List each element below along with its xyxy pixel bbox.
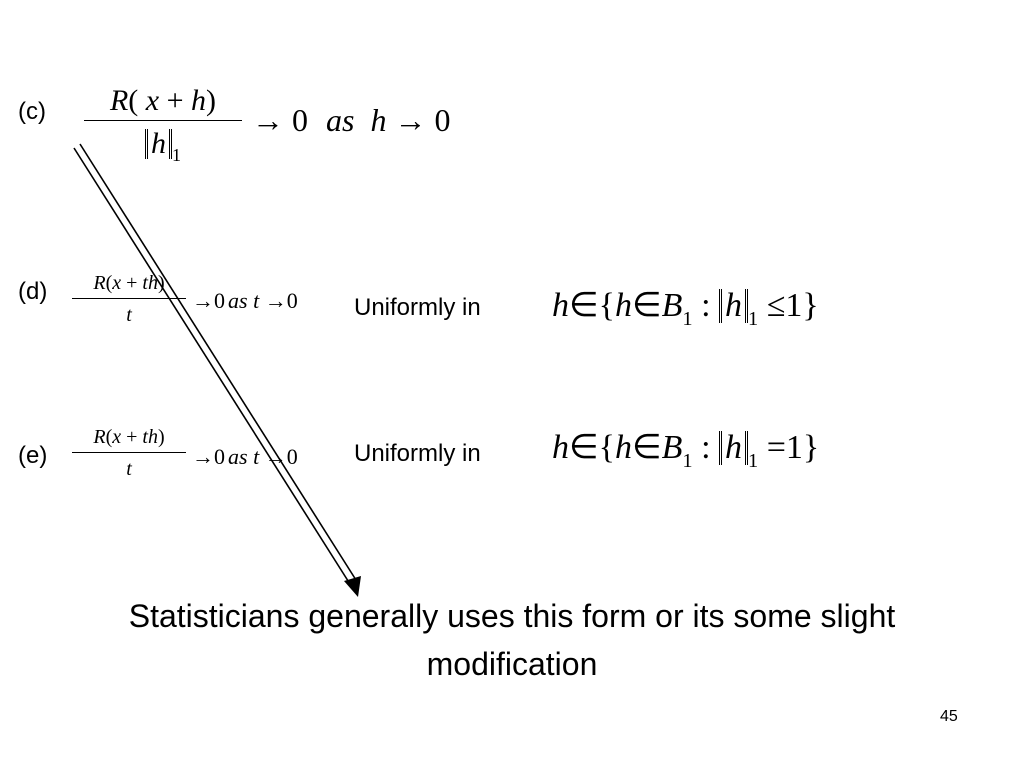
relation-symbol: ≤ bbox=[766, 287, 786, 324]
symbol-R: R bbox=[93, 426, 106, 448]
fraction-c-numerator: R( x + h) bbox=[84, 82, 242, 120]
arrow-icon: → bbox=[192, 288, 214, 313]
symbol-t: t bbox=[253, 288, 260, 313]
symbol-x: x bbox=[145, 84, 160, 117]
symbol-t: t bbox=[253, 444, 260, 469]
paren-open: ( bbox=[105, 272, 113, 294]
symbol-x: x bbox=[112, 426, 122, 448]
brace-open: { bbox=[598, 429, 615, 466]
arrow-icon: → bbox=[252, 102, 284, 138]
plus-sign: + bbox=[166, 84, 184, 117]
plus-sign: + bbox=[126, 272, 138, 294]
element-of-symbol: ∈ bbox=[631, 429, 662, 466]
fraction-d-denominator: t bbox=[126, 304, 132, 326]
brace-close: } bbox=[802, 429, 820, 466]
norm-subscript: 1 bbox=[172, 145, 181, 166]
brace-close: } bbox=[802, 287, 819, 324]
symbol-h: h bbox=[614, 287, 632, 324]
colon: : bbox=[701, 429, 711, 466]
symbol-R: R bbox=[93, 272, 106, 294]
word-as: as bbox=[228, 444, 248, 469]
zero: 0 bbox=[292, 102, 308, 138]
symbol-h: h bbox=[370, 102, 387, 138]
paren-close: ) bbox=[157, 426, 165, 448]
one: 1 bbox=[785, 287, 803, 324]
norm-h: h bbox=[719, 431, 749, 465]
uniformly-in-text: Uniformly in bbox=[354, 294, 481, 321]
symbol-h: h bbox=[614, 429, 632, 466]
element-of-symbol: ∈ bbox=[569, 429, 599, 466]
word-as: as bbox=[326, 102, 355, 138]
fraction-e: R(x + th) t bbox=[72, 422, 186, 485]
fraction-bar bbox=[84, 120, 242, 121]
fraction-d-numerator: R(x + th) bbox=[72, 268, 186, 298]
symbol-th: th bbox=[142, 426, 158, 448]
item-label-e: (e) bbox=[18, 442, 48, 469]
one: 1 bbox=[785, 429, 803, 466]
caption-line-1: Statisticians generally uses this form o… bbox=[128, 598, 896, 634]
zero: 0 bbox=[434, 102, 451, 138]
word-as: as bbox=[228, 288, 248, 313]
symbol-h: h bbox=[552, 287, 569, 324]
zero: 0 bbox=[286, 444, 298, 469]
subscript: 1 bbox=[682, 450, 693, 473]
fraction-bar bbox=[72, 452, 186, 453]
symbol-h: h bbox=[191, 84, 207, 117]
norm-h: h bbox=[145, 129, 172, 159]
item-label-c: (c) bbox=[18, 98, 46, 125]
relation-symbol: = bbox=[766, 429, 786, 466]
paren-open: ( bbox=[105, 426, 113, 448]
element-of-symbol: ∈ bbox=[631, 287, 662, 324]
item-label-d: (d) bbox=[18, 278, 48, 305]
arrow-icon: → bbox=[264, 288, 287, 313]
symbol-R: R bbox=[109, 84, 129, 117]
paren-close: ) bbox=[206, 84, 217, 117]
symbol-h: h bbox=[552, 429, 569, 466]
fraction-e-numerator: R(x + th) bbox=[72, 422, 186, 452]
symbol-B: B bbox=[661, 429, 683, 466]
colon: : bbox=[701, 287, 711, 324]
fraction-d: R(x + th) t bbox=[72, 268, 186, 331]
paren-open: ( bbox=[128, 84, 139, 117]
uniformly-in-text: Uniformly in bbox=[354, 440, 481, 467]
brace-open: { bbox=[598, 287, 615, 324]
symbol-x: x bbox=[112, 272, 122, 294]
arrow-icon: → bbox=[192, 444, 214, 469]
plus-sign: + bbox=[126, 426, 138, 448]
symbol-B: B bbox=[661, 287, 683, 324]
arrowhead-icon bbox=[344, 576, 361, 597]
symbol-th: th bbox=[142, 272, 158, 294]
zero: 0 bbox=[214, 444, 225, 469]
limit-expression-c: → 0 as h → 0 bbox=[252, 100, 450, 140]
element-of-symbol: ∈ bbox=[569, 287, 599, 324]
norm-h: h bbox=[719, 289, 749, 323]
caption-line-2: modification bbox=[426, 646, 598, 682]
norm-subscript: 1 bbox=[748, 308, 759, 331]
subscript: 1 bbox=[682, 308, 693, 331]
fraction-bar bbox=[72, 298, 186, 299]
fraction-e-denominator: t bbox=[126, 458, 132, 480]
arrow-icon: → bbox=[394, 102, 427, 138]
zero: 0 bbox=[286, 288, 298, 313]
norm-subscript: 1 bbox=[748, 450, 759, 473]
zero: 0 bbox=[214, 288, 225, 313]
paren-close: ) bbox=[157, 272, 165, 294]
page-number: 45 bbox=[940, 708, 958, 725]
